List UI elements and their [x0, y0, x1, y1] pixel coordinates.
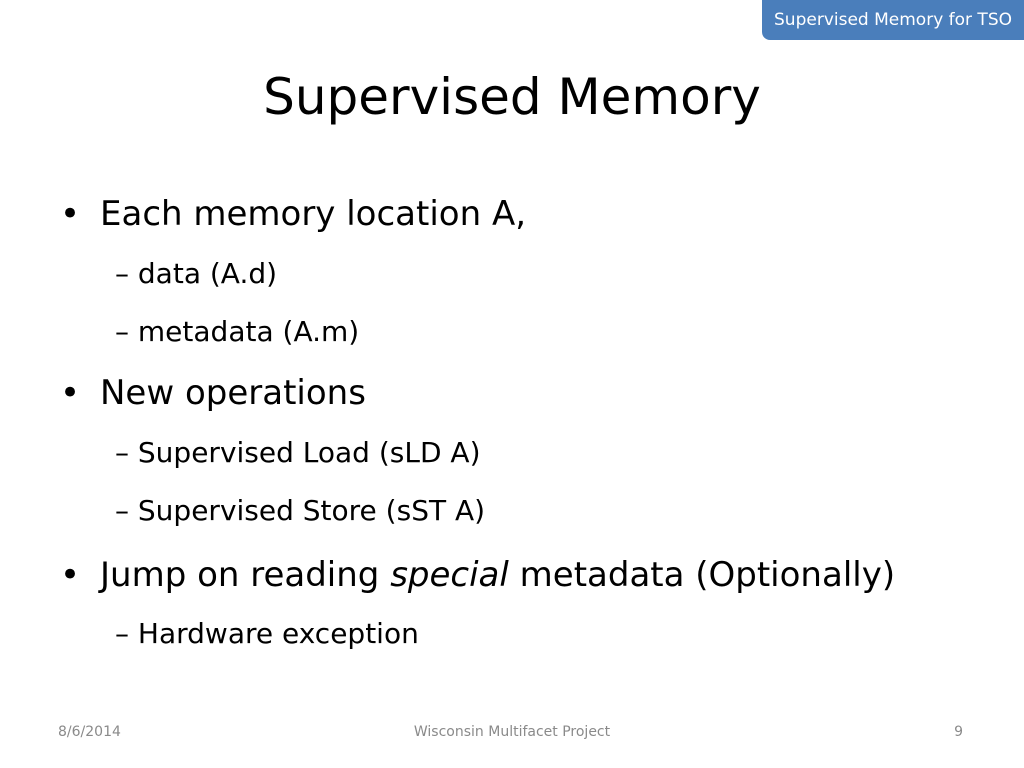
sub-bullet-item: – Supervised Load (sLD A) — [115, 434, 481, 472]
bullet-marker: • — [60, 555, 81, 595]
sub-bullet-item: – metadata (A.m) — [115, 313, 359, 351]
sub-bullet-item: – Hardware exception — [115, 615, 419, 653]
slide-content: • Each memory location A, – data (A.d) –… — [60, 194, 895, 653]
dash-marker: – — [115, 617, 129, 650]
sub-bullet-item: – Supervised Store (sST A) — [115, 492, 485, 530]
sub-bullet-text: Supervised Store (sST A) — [137, 494, 486, 527]
sub-bullet-text: Hardware exception — [137, 617, 419, 650]
footer-date: 8/6/2014 — [58, 724, 121, 740]
bullet-marker: • — [60, 194, 81, 234]
slide-title: Supervised Memory — [263, 68, 761, 126]
dash-marker: – — [115, 315, 129, 348]
sub-bullet-text: data (A.d) — [137, 257, 278, 290]
bullet-text: Jump on reading special metadata (Option… — [100, 553, 895, 597]
bullet-text-emphasis: special — [390, 555, 509, 595]
dash-marker: – — [115, 494, 129, 527]
footer-page-number: 9 — [954, 724, 963, 740]
dash-marker: – — [115, 257, 129, 290]
section-tab: Supervised Memory for TSO — [762, 0, 1024, 40]
footer-project: Wisconsin Multifacet Project — [413, 724, 611, 740]
bullet-text: Each memory location A, — [100, 194, 527, 234]
bullet-marker: • — [60, 373, 81, 413]
dash-marker: – — [115, 436, 129, 469]
sub-bullet-text: metadata (A.m) — [137, 315, 360, 348]
bullet-text-end: metadata (Optionally) — [508, 555, 896, 595]
sub-bullet-item: – data (A.d) — [115, 255, 277, 293]
bullet-text: New operations — [100, 373, 366, 413]
section-tab-label: Supervised Memory for TSO — [774, 10, 1012, 30]
bullet-text-start: Jump on reading — [100, 555, 391, 595]
sub-bullet-text: Supervised Load (sLD A) — [137, 436, 481, 469]
